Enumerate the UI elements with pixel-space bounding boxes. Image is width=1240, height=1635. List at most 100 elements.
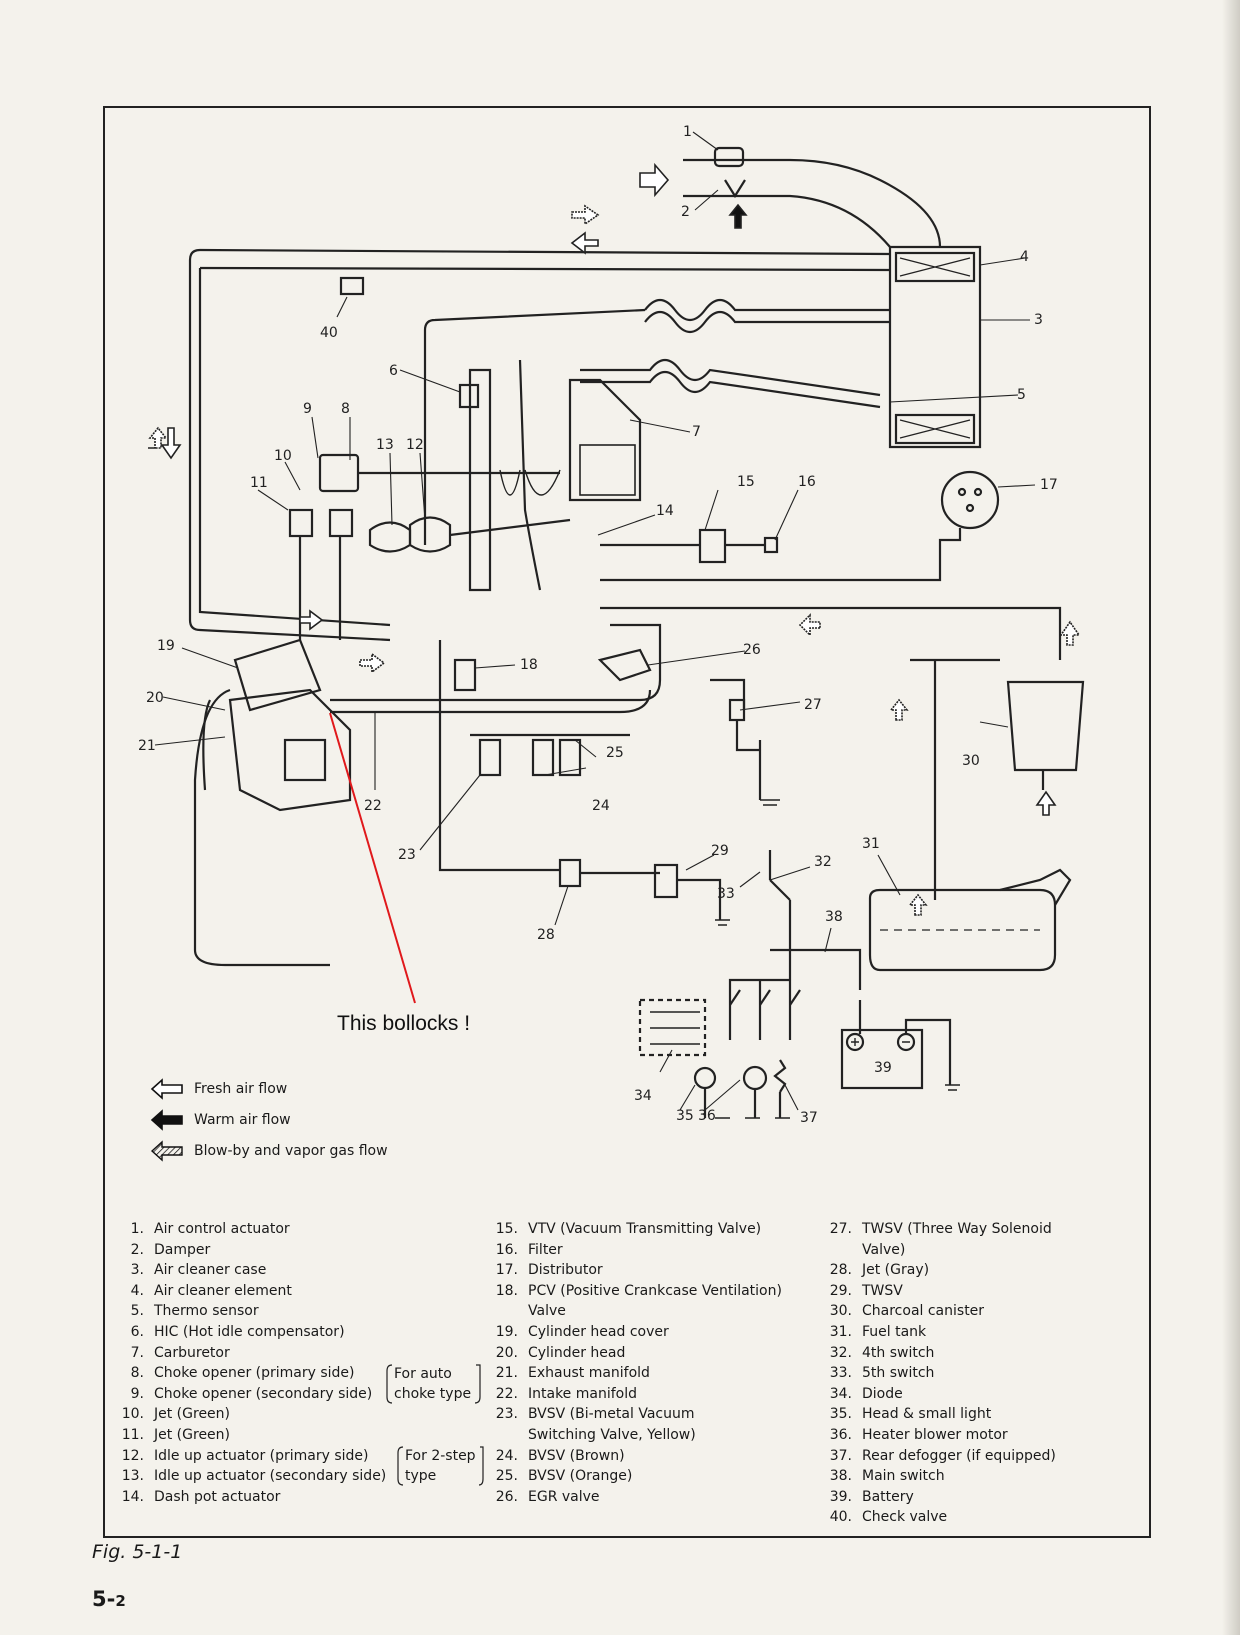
blowby-arrow-icon bbox=[571, 204, 600, 226]
engine-head bbox=[228, 688, 352, 812]
callout-26: 26 bbox=[743, 642, 761, 658]
callout-38: 37 bbox=[800, 1110, 818, 1126]
parts-list-item: 1.Air control actuator bbox=[110, 1219, 386, 1240]
parts-list-item: 36. Heater blower motor bbox=[818, 1425, 1056, 1446]
item-number: 17. bbox=[495, 1262, 518, 1279]
callout-7: 7 bbox=[692, 424, 701, 440]
callout-33: 33 bbox=[717, 886, 735, 902]
item-text: Diode bbox=[862, 1385, 903, 1402]
parts-list-item: 24.BVSV (Brown) bbox=[484, 1446, 782, 1467]
item-number: 5. bbox=[130, 1303, 144, 1320]
item-text: 4th switch bbox=[862, 1344, 935, 1361]
callout-21: 21 bbox=[138, 738, 156, 754]
parts-list-item: 4. Air cleaner element bbox=[110, 1281, 386, 1302]
legend-fresh-air: Fresh air flow bbox=[148, 1073, 388, 1104]
parts-list-item: 21.Exhaust manifold bbox=[484, 1363, 782, 1384]
callout-37: 36 bbox=[698, 1108, 716, 1124]
brace-icon bbox=[386, 1364, 481, 1404]
item-number: 3. bbox=[130, 1262, 144, 1279]
air-cleaner-element-bottom bbox=[894, 413, 976, 445]
item-text: Charcoal canister bbox=[862, 1303, 985, 1320]
legend-warm-air: Warm air flow bbox=[148, 1104, 388, 1135]
item-number: 33. bbox=[829, 1365, 852, 1382]
brace-icon bbox=[397, 1446, 484, 1486]
page-binding-shadow bbox=[1222, 0, 1240, 1635]
item-number: 38. bbox=[829, 1468, 852, 1485]
item-number: 4. bbox=[130, 1282, 144, 1299]
callout-34: 38 bbox=[825, 909, 843, 925]
item-number: 6. bbox=[130, 1323, 144, 1340]
callout-15: 15 bbox=[737, 474, 755, 490]
parts-list-item: 11.Jet (Green) bbox=[110, 1425, 386, 1446]
item-text: Air cleaner element bbox=[154, 1282, 292, 1299]
legend-label: Blow-by and vapor gas flow bbox=[194, 1142, 388, 1159]
item-number: 34. bbox=[829, 1385, 852, 1402]
item-text: BVSV (Bi-metal Vacuum Switching Valve, Y… bbox=[528, 1406, 696, 1443]
item-number: 24. bbox=[495, 1447, 518, 1464]
item-number: 7. bbox=[130, 1344, 144, 1361]
item-text: 5th switch bbox=[862, 1365, 935, 1382]
parts-list-item: 27.TWSV (Three Way Solenoid Valve) bbox=[818, 1219, 1056, 1260]
parts-list-item: 3.Air cleaner case bbox=[110, 1260, 386, 1281]
callout-36: 35 bbox=[676, 1108, 694, 1124]
item-text: HIC (Hot idle compensator) bbox=[154, 1323, 345, 1340]
item-number: 36. bbox=[829, 1426, 852, 1443]
callout-16: 16 bbox=[798, 474, 816, 490]
callout-6: 6 bbox=[389, 363, 398, 379]
item-text: BVSV (Orange) bbox=[528, 1468, 633, 1485]
item-number: 22. bbox=[495, 1385, 518, 1402]
head-light-icon bbox=[693, 1066, 717, 1090]
callout-27: 27 bbox=[804, 697, 822, 713]
parts-list-item: 26.EGR valve bbox=[484, 1487, 782, 1508]
item-number: 13. bbox=[121, 1468, 144, 1485]
callout-17: 17 bbox=[1040, 477, 1058, 493]
parts-list-item: 9.Choke opener (secondary side) bbox=[110, 1384, 386, 1405]
item-number: 11. bbox=[121, 1426, 144, 1443]
item-number: 23. bbox=[495, 1406, 518, 1423]
parts-list-item: 8.Choke opener (primary side) bbox=[110, 1363, 386, 1384]
callout-8: 8 bbox=[341, 401, 350, 417]
callout-14: 14 bbox=[656, 503, 674, 519]
item-text: Heater blower motor bbox=[862, 1426, 1008, 1443]
item-number: 14. bbox=[121, 1488, 144, 1505]
item-text: Filter bbox=[528, 1241, 563, 1258]
parts-list-item: 10.Jet (Green) bbox=[110, 1404, 386, 1425]
item-text: TWSV (Three Way Solenoid Valve) bbox=[862, 1221, 1052, 1258]
brace-2-step: For 2-step type bbox=[397, 1445, 484, 1486]
cylinder-head-cover bbox=[233, 638, 322, 712]
callout-32: 32 bbox=[814, 854, 832, 870]
parts-list-item: 39.Battery bbox=[818, 1487, 1056, 1508]
air-cleaner-case bbox=[888, 245, 982, 449]
brace-auto-choke: For auto choke type bbox=[386, 1363, 481, 1404]
item-text: Intake manifold bbox=[528, 1385, 637, 1402]
hatched-arrow-icon bbox=[150, 1139, 183, 1162]
item-number: 18. bbox=[495, 1282, 518, 1299]
item-number: 1. bbox=[130, 1221, 144, 1237]
legend-blowby: Blow-by and vapor gas flow bbox=[148, 1135, 388, 1166]
annotation-text: This bollocks ! bbox=[337, 1012, 471, 1035]
item-number: 32. bbox=[829, 1344, 852, 1361]
parts-list-item: 7.Carburetor bbox=[110, 1343, 386, 1364]
parts-list-item: 37.Rear defogger (if equipped) bbox=[818, 1446, 1056, 1467]
item-text: Rear defogger (if equipped) bbox=[862, 1447, 1056, 1464]
item-text: Distributor bbox=[528, 1262, 603, 1279]
callout-numbers: 1 2 3 4 5 6 7 8 9 10 11 12 13 14 15 16 1… bbox=[138, 124, 1058, 1126]
distributor bbox=[940, 470, 1000, 530]
item-text: Damper bbox=[154, 1241, 211, 1258]
battery bbox=[840, 1028, 924, 1090]
item-text: EGR valve bbox=[528, 1488, 600, 1505]
figure-frame bbox=[103, 106, 1151, 1538]
parts-list-item: 2. Damper bbox=[110, 1240, 386, 1261]
callout-30: 30 bbox=[962, 753, 980, 769]
item-number: 31. bbox=[829, 1323, 852, 1340]
callout-24: 24 bbox=[592, 798, 610, 814]
item-number: 20. bbox=[495, 1344, 518, 1361]
item-number: 29. bbox=[829, 1282, 852, 1299]
parts-list-item: 23. BVSV (Bi-metal Vacuum Switching Valve… bbox=[484, 1404, 782, 1445]
callout-11: 11 bbox=[250, 475, 268, 491]
item-number: 2. bbox=[130, 1241, 144, 1258]
item-text: PCV (Positive Crankcase Ventilation) Val… bbox=[528, 1282, 782, 1320]
page-number-main: 5- bbox=[92, 1587, 116, 1611]
item-text: Dash pot actuator bbox=[154, 1488, 281, 1505]
